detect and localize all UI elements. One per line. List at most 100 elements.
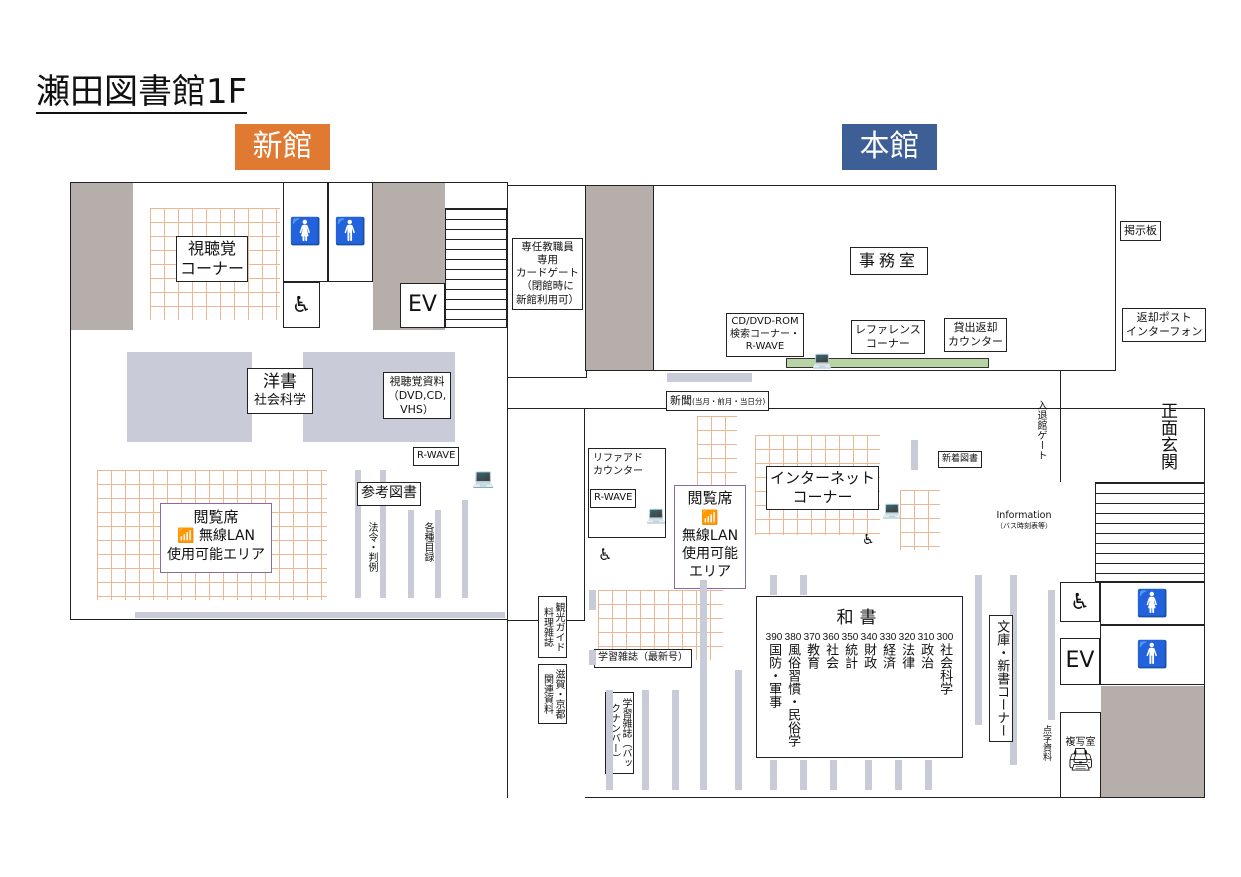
stairs	[1095, 482, 1205, 582]
reference-books-label: 参考図書	[357, 482, 421, 506]
class-number: 380	[784, 632, 802, 643]
class-number: 350	[841, 632, 859, 643]
label-line: コーナー	[792, 487, 853, 506]
gate-label: 入退館ゲート	[1035, 400, 1046, 460]
class-name: 国防・軍事	[767, 643, 783, 708]
copy-room: 複写室🖨	[1060, 712, 1101, 798]
class-number: 300	[936, 632, 954, 643]
male-restroom-icon: 🚹	[328, 182, 373, 282]
label-line: 貸出返却	[953, 321, 998, 334]
computer-icon: 💻	[646, 505, 666, 524]
shelf	[462, 500, 468, 598]
label-line: リファアド	[593, 453, 643, 464]
counter-label: 貸出返却カウンター	[944, 318, 1007, 352]
label-line: 返却ポスト	[1136, 311, 1192, 324]
label-line: 無線LAN	[681, 527, 739, 544]
class-number: 370	[803, 632, 821, 643]
shelf	[135, 612, 505, 618]
newspaper-label: 新聞(当月・前月・当日分)	[666, 391, 770, 411]
class-name: 経済	[881, 643, 897, 669]
elevator: EV	[1060, 638, 1100, 685]
information-label: Information（バス時刻表等）	[996, 510, 1052, 531]
class-number: 340	[860, 632, 878, 643]
rwave-label: R-WAVE	[413, 447, 460, 466]
travel-magazines-label: 観光ガイド料理雑誌	[538, 596, 567, 658]
tables	[900, 490, 940, 550]
western-books-label: 洋書社会科学	[247, 368, 314, 414]
wheelchair-icon: ♿	[1060, 582, 1100, 622]
shelf	[770, 760, 777, 790]
label-line: （DVD,CD,	[387, 388, 447, 402]
label-line: CD/DVD-ROM	[731, 316, 799, 327]
internet-corner-label: インターネットコーナー	[766, 466, 880, 510]
office-block	[585, 185, 1116, 371]
shelf	[830, 760, 837, 790]
label-line: カードゲート	[516, 267, 579, 280]
shelf	[435, 510, 441, 598]
wifi-icon: 📶	[701, 509, 719, 526]
braille-label: 点字資料	[1041, 725, 1051, 761]
shelf	[355, 470, 361, 598]
class-number: 360	[822, 632, 840, 643]
gate-area	[1060, 370, 1116, 482]
label-line: 専任教職員	[521, 241, 574, 253]
label-line: インターネット	[770, 469, 876, 487]
printer-icon: 🖨	[1066, 748, 1095, 773]
shelf	[672, 690, 679, 790]
japanese-books-title: 和書	[836, 608, 883, 628]
rwave-label: R-WAVE	[590, 489, 637, 508]
shelf	[380, 470, 386, 598]
label-line: 洋書	[263, 372, 297, 392]
copy-room-label: 複写室	[1065, 737, 1096, 748]
class-name: 財政	[862, 643, 878, 669]
reference-corner-label: レファレンスコーナー	[851, 320, 925, 354]
label-line: インターフォン	[1126, 324, 1203, 338]
shelf	[1048, 590, 1055, 720]
shelf	[589, 590, 596, 610]
new-building-label: 新館	[235, 124, 330, 170]
shelf	[770, 575, 777, 595]
male-restroom-icon: 🚹	[1100, 625, 1205, 685]
label-line: エリア	[689, 564, 731, 581]
shelf	[589, 650, 596, 665]
label-line: 検索コーナー・	[730, 328, 800, 340]
label-line: （閉館時に	[521, 280, 574, 293]
label-line: 新館利用可）	[516, 293, 579, 306]
av-corner-label: 視聴覚コーナー	[176, 236, 249, 282]
computer-icon: 💻	[812, 350, 832, 369]
label-line: 使用可能	[682, 545, 738, 562]
shelf	[700, 580, 707, 790]
wall-block	[1101, 686, 1204, 797]
map-title: 瀬田図書館1F	[36, 72, 248, 114]
shelf	[408, 510, 414, 598]
shelf	[895, 760, 902, 790]
shiga-kyoto-label: 滋賀・京都関連資料	[538, 664, 567, 724]
shelf	[642, 690, 649, 790]
wall-block	[586, 186, 653, 370]
class-number: 320	[898, 632, 916, 643]
av-materials-label: 視聴覚資料（DVD,CD,VHS）	[383, 372, 451, 420]
office-label: 事務室	[850, 247, 929, 275]
label-line: 閲覧席	[193, 508, 239, 526]
label-line: 視聴覚資料	[389, 375, 445, 388]
class-name: 社会	[824, 643, 840, 669]
shelf	[800, 575, 807, 595]
label-line: レファレンス	[855, 323, 921, 336]
label-line: （バス時刻表等）	[996, 522, 1052, 530]
shelf	[735, 670, 742, 790]
wifi-icon: 📶	[176, 528, 195, 545]
computer-icon: 💻	[472, 468, 495, 489]
shelf	[865, 760, 872, 790]
label-line: R-WAVE	[745, 341, 785, 352]
label-line: 社会科学	[254, 393, 307, 409]
class-number: 310	[917, 632, 935, 643]
